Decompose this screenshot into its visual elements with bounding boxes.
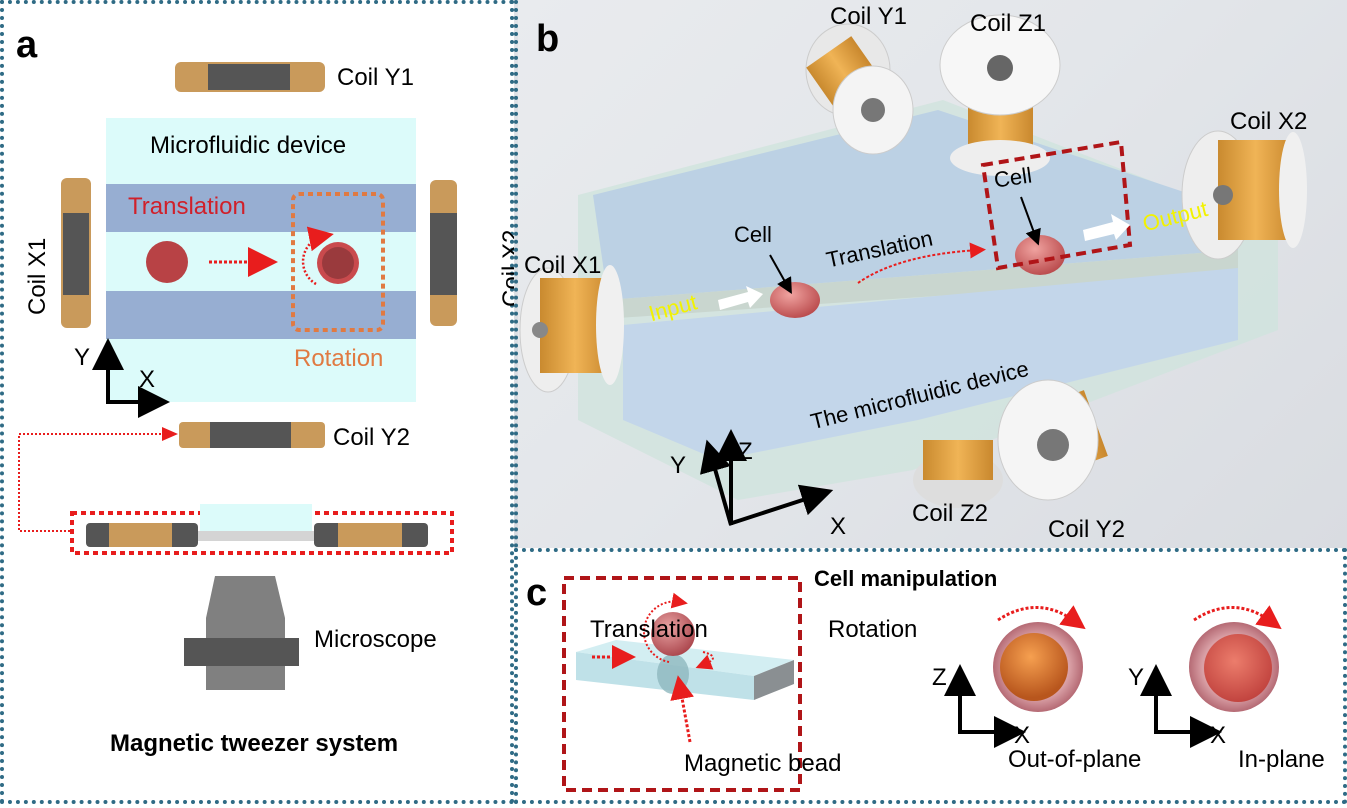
microscope-icon (184, 576, 299, 690)
cell-right-nucleus (322, 247, 354, 279)
microscope-label: Microscope (314, 626, 437, 653)
connector-line (18, 433, 170, 532)
translation-label: Translation (128, 193, 246, 220)
slab-side (754, 660, 794, 700)
axis-x-arrow-b (728, 484, 834, 526)
panel-b-label: b (536, 18, 560, 60)
in-plane-nucleus (1204, 634, 1272, 702)
input-arrow (718, 286, 763, 310)
panel-a: a Coil Y1 Microfluidic device Translatio… (0, 0, 525, 804)
coil-x2-3d (1181, 130, 1307, 260)
axis-x-label-b: X (830, 513, 847, 540)
coil-x2-graphic (430, 180, 457, 326)
coil-z2-label-b: Coil Z2 (912, 500, 989, 527)
cell-left-pointer (769, 254, 792, 294)
coil-x1-label: Coil X1 (24, 237, 51, 315)
channel-bottom (106, 291, 416, 339)
out-axis-z-label: Z (932, 664, 947, 691)
bead-pointer (670, 675, 694, 743)
in-plane-rotation-arrow (1193, 605, 1282, 630)
panel-b: b Coil Y1 Coil Z1 Coil X2 Coil X1 Cell C… (514, 0, 1347, 548)
manipulation-box (562, 576, 802, 792)
cell-left-label: Cell (734, 222, 772, 247)
rotation-label: Rotation (294, 345, 384, 372)
rotation-label-c: Rotation (828, 616, 918, 643)
in-plane-caption: In-plane (1238, 746, 1325, 773)
panel-c-graphics (562, 576, 1282, 792)
in-axis-x-label: X (1210, 722, 1227, 749)
coil-z1-3d (939, 14, 1061, 176)
coil-y2-graphic (179, 422, 325, 448)
cell-left-3d (770, 282, 820, 318)
axis-y-arrow-b (700, 439, 733, 526)
magnetic-bead-label: Magnetic bead (684, 750, 842, 777)
axis-y-label: Y (74, 344, 91, 371)
rotation-box (291, 192, 385, 332)
coil-y1-graphic (175, 62, 325, 92)
out-of-plane-caption: Out-of-plane (1008, 746, 1142, 773)
in-axis-y-label: Y (1128, 664, 1145, 691)
coil-x1-graphic (61, 178, 91, 328)
coil-y1-3d (805, 23, 914, 155)
coil-z2-3d (913, 440, 1003, 508)
coil-y1-label-b: Coil Y1 (830, 3, 907, 30)
cell-right-label: Cell (992, 162, 1034, 193)
translation-path-arrow (857, 242, 986, 284)
side-device-base (197, 531, 314, 541)
axis-x-label: X (139, 366, 156, 393)
panel-c: c Cell manipulation Translation Rotation… (514, 548, 1347, 804)
out-of-plane-nucleus (1000, 633, 1068, 701)
output-region-box (980, 139, 1133, 271)
connector-arrowhead (162, 427, 178, 441)
cell-left-icon (146, 241, 188, 283)
panel-b-graphics (519, 14, 1307, 526)
panel-c-title: Cell manipulation (814, 566, 998, 591)
coil-x1-3d (519, 265, 624, 393)
coil-x1-label-b: Coil X1 (524, 252, 602, 279)
side-device-top (200, 504, 312, 531)
panel-a-graphics (18, 62, 457, 690)
panel-a-caption: Magnetic tweezer system (110, 730, 399, 757)
side-coil-right (314, 523, 428, 547)
output-arrow (1083, 214, 1130, 241)
side-coil-left (86, 523, 198, 547)
magnetic-bead-icon (657, 654, 689, 694)
coil-y2-3d (997, 379, 1108, 501)
coil-y1-label: Coil Y1 (337, 64, 414, 91)
cell-right-3d (1015, 235, 1065, 275)
device-front-wall (623, 268, 1238, 460)
coil-z1-label-b: Coil Z1 (970, 10, 1047, 37)
out-axis-x-label: X (1014, 722, 1031, 749)
out-of-plane-rotation-arrow (997, 605, 1086, 630)
panel-c-label: c (526, 572, 548, 614)
axis-z-label-b: Z (738, 438, 753, 465)
coil-y2-label-b: Coil Y2 (1048, 516, 1125, 543)
coil-y2-label: Coil Y2 (333, 424, 410, 451)
device-label: Microfluidic device (150, 132, 347, 159)
axis-y-label-b: Y (670, 452, 687, 479)
rotation-arrow-c (643, 592, 688, 663)
spin-arrow-c (695, 651, 714, 670)
panel-a-label: a (16, 24, 38, 66)
cell-bead-3d (651, 612, 695, 656)
coil-x2-label-b: Coil X2 (1230, 108, 1308, 135)
translation-label-c: Translation (590, 616, 708, 643)
cell-right-pointer (1020, 196, 1041, 246)
device-channel (608, 250, 1238, 318)
